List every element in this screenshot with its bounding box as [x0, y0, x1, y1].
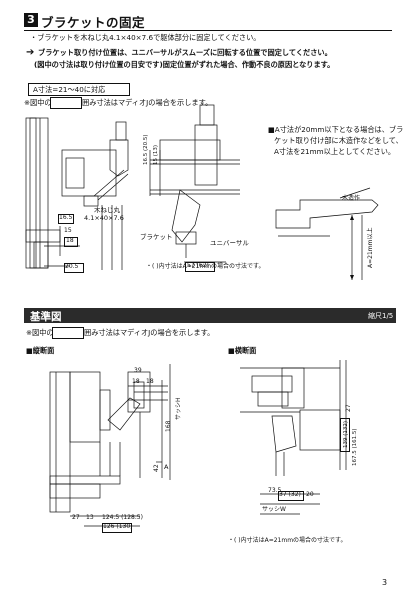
- note-prefix: ※図中の: [24, 98, 52, 107]
- dim-18: 18: [66, 237, 74, 244]
- dim-frame-18: [64, 237, 78, 247]
- arrow-icon: ➔: [26, 47, 35, 58]
- hdim-27: 27: [345, 404, 352, 412]
- instruction-bullet: ・ブラケットを木ねじ丸4.1×40×7.6で躯体部分に固定してください。: [30, 33, 261, 42]
- vdim-39: 39: [134, 367, 142, 374]
- dim-205: 20.5: [65, 263, 79, 270]
- page-number: 3: [382, 578, 388, 587]
- hdim-37: 37 (32): [279, 491, 301, 498]
- section-number: 3: [24, 13, 38, 27]
- dimension-range-box: A寸法=21〜40に対応: [28, 83, 130, 96]
- vdim-42: 42: [153, 464, 160, 472]
- vdim-18b: 18: [146, 378, 154, 385]
- note-frame-sample: [50, 97, 82, 109]
- reference-note-frame: [52, 327, 84, 339]
- dim-frame-57: [185, 262, 215, 272]
- note-suffix: 囲み寸法はマディオJの場合を示します。: [82, 98, 213, 107]
- dim-15: 15: [64, 227, 72, 234]
- section-title: ブラケットの固定: [41, 15, 146, 30]
- vdim-frame-126: [102, 523, 132, 533]
- hdim-20: 20: [306, 491, 314, 498]
- hdim-167: 167.5 (161.5): [352, 428, 358, 466]
- reference-title: 基準図: [30, 311, 62, 323]
- vdim-168: 168: [165, 420, 172, 432]
- side-note-line-2: ケット取り付け部に木造作などをして、: [274, 136, 403, 145]
- vdim-124: 124.5 (128.5): [102, 514, 143, 521]
- hdim-735: 73.5: [268, 487, 282, 494]
- bracket-label: ブラケット: [140, 233, 173, 241]
- vdim-18a: 18: [132, 378, 140, 385]
- reference-note-suffix: 囲み寸法はマディオJの場合を示します。: [84, 328, 215, 337]
- hdim-sash-w: サッシW: [262, 506, 286, 513]
- wood-label: 木造作: [342, 195, 361, 202]
- hdim-frame-139: [340, 418, 350, 452]
- horizontal-section-label: ■横断面: [228, 346, 257, 355]
- vdim-126: 126 (130): [103, 523, 133, 530]
- dim-165: 16.5: [59, 214, 73, 221]
- vdim-27: 27: [72, 514, 80, 521]
- vdim-13: 13: [86, 514, 94, 521]
- instruction-arrow-line: ブラケット取り付け位置は、ユニバーサルがスムーズに回転する位置で固定してください…: [38, 48, 332, 57]
- top-footnote: ・( )内寸法はA=21mmの場合の寸法です。: [146, 263, 265, 270]
- reference-banner: [24, 308, 396, 323]
- instruction-arrow-line-2: (図中の寸法は取り付け位置の目安です)固定位置がずれた場合、作動不良の原因となり…: [34, 60, 335, 69]
- reference-footnote: ・( )内寸法はA=21mmの場合の寸法です。: [228, 537, 347, 544]
- screw-size-label: 4.1×40×7.6: [84, 214, 124, 222]
- screw-label: 木ねじ丸: [94, 206, 120, 214]
- section-rule: [24, 30, 392, 31]
- dim-57: 57 (62): [187, 262, 209, 269]
- universal-label: ユニバーサル: [210, 239, 249, 247]
- vertical-section-label: ■縦断面: [26, 346, 55, 355]
- dim-frame-205: [64, 263, 84, 273]
- dim-frame-165: [58, 214, 74, 224]
- vdim-a: A: [164, 463, 169, 471]
- reference-note-prefix: ※図中の: [26, 328, 54, 337]
- side-note-line-1: ■A寸法が20mm以下となる場合は、ブラ: [268, 125, 404, 134]
- reference-scale: 縮尺1/5: [368, 312, 394, 320]
- hdim-frame-37: [278, 491, 304, 501]
- dimension-range-label: A寸法=21〜40に対応: [33, 85, 106, 94]
- side-note-line-3: A寸法を21mm以上としてください。: [274, 147, 396, 156]
- vdim-sash-h: サッシH: [175, 397, 182, 420]
